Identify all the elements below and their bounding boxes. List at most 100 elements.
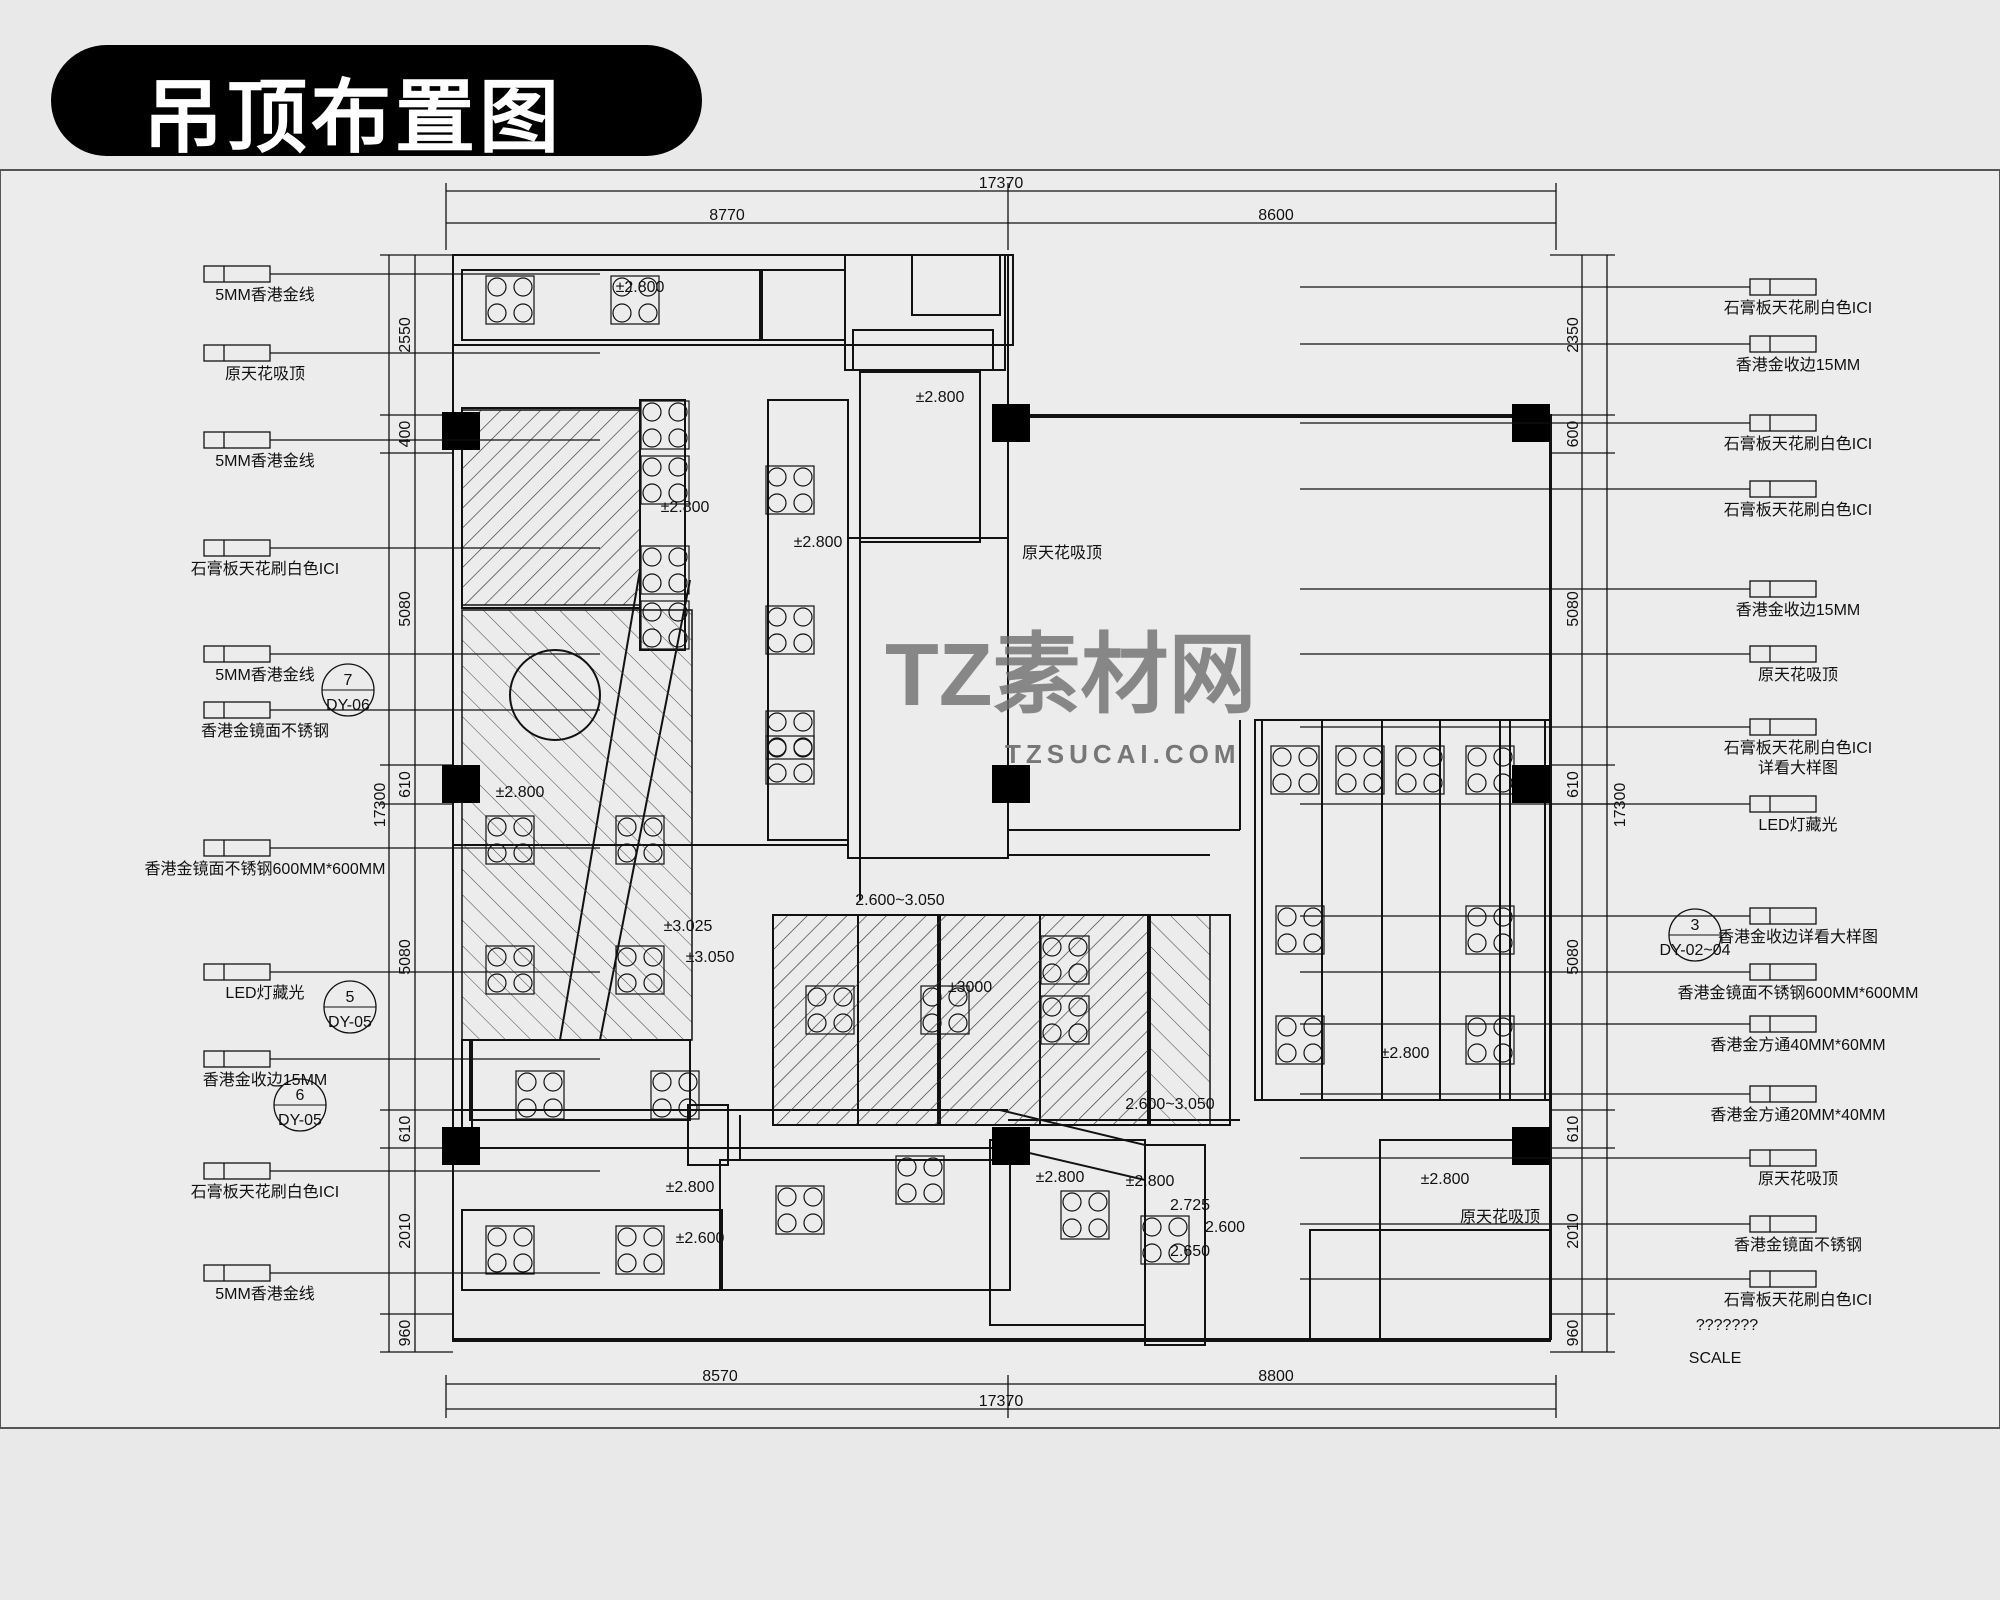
seat-icon bbox=[1068, 997, 1088, 1017]
table-outline bbox=[765, 710, 815, 760]
ceiling-level-mark: ±2.600 bbox=[676, 1230, 725, 1247]
seat-icon bbox=[652, 1098, 672, 1118]
seat-icon bbox=[513, 277, 533, 297]
ceiling-level-mark: 2.600 bbox=[1205, 1219, 1245, 1236]
right-callout-label: 石膏板天花刷白色ICI bbox=[1724, 1290, 1872, 1309]
dim-left-seg: 400 bbox=[397, 421, 414, 448]
seat-icon bbox=[833, 987, 853, 1007]
seat-icon bbox=[1042, 937, 1062, 957]
table-outline bbox=[1060, 1190, 1110, 1240]
seat-icon bbox=[1168, 1217, 1188, 1237]
hatched-ceiling-area bbox=[772, 914, 1149, 1126]
seat-icon bbox=[1142, 1243, 1162, 1263]
left-callout-label: 石膏板天花刷白色ICI bbox=[191, 559, 339, 578]
seat-icon bbox=[642, 402, 662, 422]
seat-icon bbox=[833, 1013, 853, 1033]
room-outline bbox=[687, 1104, 729, 1166]
room-outline bbox=[859, 371, 981, 543]
seat-icon bbox=[767, 467, 787, 487]
seat-icon bbox=[1068, 963, 1088, 983]
seat-icon bbox=[638, 277, 658, 297]
dim-right-seg: 960 bbox=[1565, 1320, 1582, 1347]
left-callout-label: 原天花吸顶 bbox=[225, 365, 305, 383]
right-callout-label: LED灯藏光 bbox=[1758, 816, 1837, 834]
seat-icon bbox=[612, 303, 632, 323]
room-outline bbox=[461, 1209, 723, 1291]
seat-icon bbox=[793, 633, 813, 653]
ceiling-level-mark: ±2.800 bbox=[661, 499, 710, 516]
table-outline bbox=[485, 945, 535, 995]
table-outline bbox=[1270, 745, 1320, 795]
ceiling-level-mark: 2.600~3.050 bbox=[1125, 1096, 1215, 1113]
seat-icon bbox=[948, 987, 968, 1007]
seat-icon bbox=[1088, 1218, 1108, 1238]
table-outline bbox=[775, 1185, 825, 1235]
seat-icon bbox=[617, 1227, 637, 1247]
seat-icon bbox=[793, 763, 813, 783]
dim-right-seg: 5080 bbox=[1565, 939, 1582, 975]
seat-icon bbox=[1277, 933, 1297, 953]
table-outline bbox=[650, 1070, 700, 1120]
dim-left-seg: 5080 bbox=[397, 591, 414, 627]
seat-icon bbox=[487, 817, 507, 837]
seat-icon bbox=[767, 607, 787, 627]
seat-icon bbox=[678, 1098, 698, 1118]
ceiling-level-mark: ±3000 bbox=[948, 979, 992, 996]
seat-icon bbox=[1277, 1017, 1297, 1037]
hatched-ceiling-area bbox=[461, 409, 641, 606]
seat-icon bbox=[793, 493, 813, 513]
seat-icon bbox=[793, 737, 813, 757]
seat-icon bbox=[1493, 1017, 1513, 1037]
right-callout-label: 香港金方通40MM*60MM bbox=[1710, 1036, 1885, 1054]
dim-right-seg: 2010 bbox=[1565, 1213, 1582, 1249]
detail-ref-number: 3 bbox=[1691, 917, 1700, 934]
ceiling-level-mark: ±3.050 bbox=[686, 949, 735, 966]
seat-icon bbox=[513, 1227, 533, 1247]
structural-column bbox=[442, 765, 480, 803]
table-outline bbox=[640, 545, 690, 595]
right-callout-label: 原天花吸顶 bbox=[1758, 1170, 1838, 1188]
seat-icon bbox=[1337, 773, 1357, 793]
right-callout-label: 香港金方通20MM*40MM bbox=[1710, 1106, 1885, 1124]
seat-icon bbox=[793, 607, 813, 627]
watermark-brand: TZ素材网 bbox=[885, 625, 1257, 724]
seat-icon bbox=[1272, 747, 1292, 767]
seat-icon bbox=[807, 987, 827, 1007]
seat-icon bbox=[1397, 747, 1417, 767]
left-callout-label: 5MM香港金线 bbox=[215, 1285, 315, 1303]
dim-top-total: 17370 bbox=[979, 175, 1024, 192]
seat-icon bbox=[1467, 933, 1487, 953]
dim-left-seg: 610 bbox=[397, 771, 414, 798]
ceiling-level-mark: ±2.800 bbox=[1421, 1171, 1470, 1188]
note-label: 原天花吸顶 bbox=[1460, 1208, 1540, 1226]
right-callout-label: 石膏板天花刷白色ICI bbox=[1724, 738, 1872, 757]
table-outline bbox=[515, 1070, 565, 1120]
seat-icon bbox=[487, 947, 507, 967]
table-outline bbox=[615, 815, 665, 865]
seat-icon bbox=[1363, 747, 1383, 767]
seat-icon bbox=[1303, 933, 1323, 953]
seat-icon bbox=[642, 628, 662, 648]
dim-left-seg: 5080 bbox=[397, 939, 414, 975]
seat-icon bbox=[638, 303, 658, 323]
left-callout-label: 5MM香港金线 bbox=[215, 286, 315, 304]
dim-left-total: 17300 bbox=[372, 783, 389, 828]
seat-icon bbox=[1088, 1192, 1108, 1212]
dim-left-seg: 2550 bbox=[397, 317, 414, 353]
table-outline bbox=[485, 815, 535, 865]
seat-icon bbox=[668, 402, 688, 422]
dim-left-seg: 610 bbox=[397, 1116, 414, 1143]
right-callout-label: 原天花吸顶 bbox=[1758, 666, 1838, 684]
seat-icon bbox=[767, 493, 787, 513]
seat-icon bbox=[487, 277, 507, 297]
left-callout-label: 5MM香港金线 bbox=[215, 666, 315, 684]
seat-icon bbox=[513, 973, 533, 993]
right-callout-label: 石膏板天花刷白色ICI bbox=[1724, 298, 1872, 317]
seat-icon bbox=[767, 633, 787, 653]
title-banner: 吊顶布置图 bbox=[51, 45, 702, 164]
table-outline bbox=[765, 735, 815, 785]
seat-icon bbox=[767, 763, 787, 783]
seat-icon bbox=[1298, 747, 1318, 767]
seat-icon bbox=[897, 1157, 917, 1177]
